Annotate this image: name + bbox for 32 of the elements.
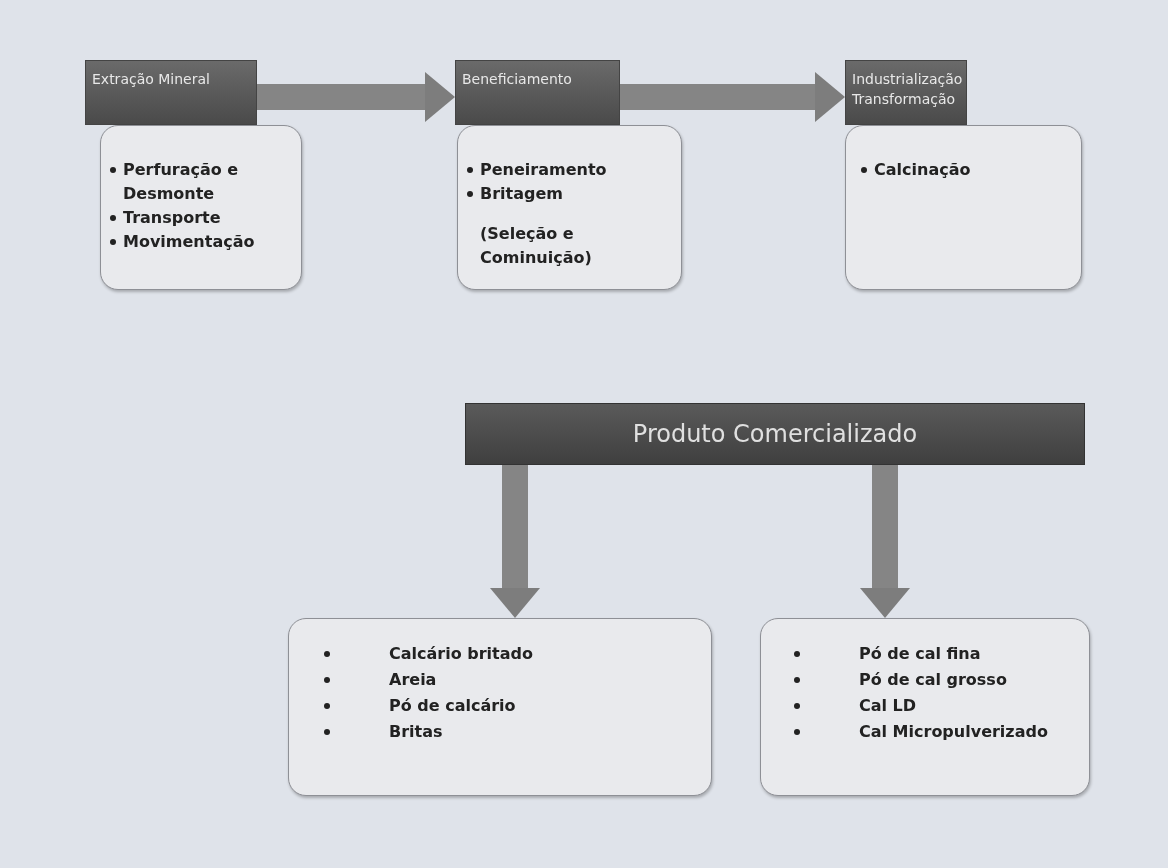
list-item: Movimentação <box>123 231 255 253</box>
stage-title: Extração Mineral <box>92 70 210 89</box>
stage-header-tab <box>845 60 967 125</box>
block-arrow <box>490 465 540 618</box>
stage-header-tab <box>85 60 257 125</box>
content-card <box>760 618 1090 796</box>
list-item: Pó de calcário <box>389 695 516 717</box>
list-item: Areia <box>389 669 437 691</box>
content-card <box>845 125 1082 290</box>
list-item: Perfuração e Desmonte <box>123 159 240 205</box>
content-card <box>100 125 302 290</box>
list-item: Peneiramento <box>480 159 607 181</box>
block-arrow <box>860 465 910 618</box>
list-item: Calcinação <box>874 159 971 181</box>
stage-header-tab <box>455 60 620 125</box>
list-item: Britagem <box>480 183 563 205</box>
list-item: Transporte <box>123 207 221 229</box>
header-bar <box>465 403 1085 465</box>
list-item: Calcário britado <box>389 643 533 665</box>
stage-title: Beneficiamento <box>462 70 572 89</box>
list-item: Britas <box>389 721 443 743</box>
content-card <box>288 618 712 796</box>
header-title: Produto Comercializado <box>632 420 918 448</box>
block-arrow <box>620 72 845 122</box>
stage-title: Industrialização Transformação <box>852 70 963 109</box>
block-arrow <box>257 72 455 122</box>
list-item: Pó de cal fina <box>859 643 981 665</box>
list-item: (Seleção e Cominuição) <box>480 223 593 269</box>
list-item: Cal LD <box>859 695 917 717</box>
content-card <box>457 125 682 290</box>
list-item: Pó de cal grosso <box>859 669 1007 691</box>
list-item: Cal Micropulverizado <box>859 721 1048 743</box>
